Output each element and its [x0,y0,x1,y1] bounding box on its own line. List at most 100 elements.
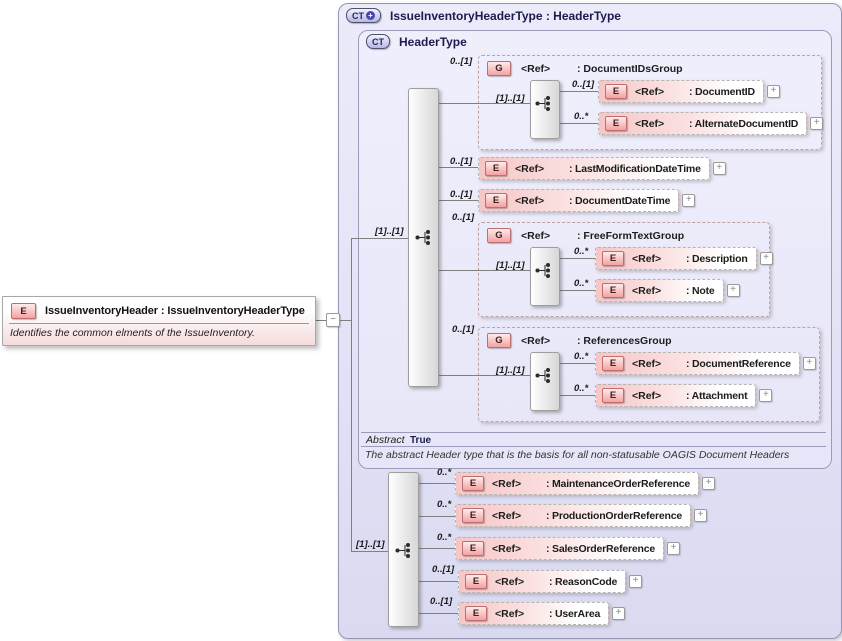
element-title-row: E IssueInventoryHeader : IssueInventoryH… [11,303,305,319]
element-ref: <Ref> [495,575,525,588]
expand-handle[interactable]: + [694,509,707,522]
expand-handle[interactable]: + [726,284,740,297]
cardinality: 0..* [437,499,452,510]
element-name: : DocumentID [689,85,755,98]
element-attachment[interactable]: E <Ref> : Attachment [595,384,757,407]
element-ref: <Ref> [632,357,662,370]
element-icon: E [602,283,624,298]
element-icon: E [605,84,627,99]
sequence-bar-freeformtextgroup[interactable] [530,247,560,306]
divider [9,323,309,324]
connector-line [438,167,478,168]
connector-line [351,238,408,239]
element-icon: E [605,116,627,131]
element-icon: E [462,541,484,556]
element-row: E <Ref> : ReasonCode + [458,570,643,593]
element-row: E <Ref> : Description + [595,247,773,270]
expand-handle[interactable]: + [629,575,643,588]
expand-handle[interactable]: + [802,357,816,370]
element-name: : LastModificationDateTime [569,162,701,175]
element-row: E <Ref> : Note + [595,279,740,302]
expand-handle[interactable]: + [612,607,626,620]
cardinality: 0..[1] [430,596,453,607]
element-salesorderreference[interactable]: E <Ref> : SalesOrderReference [455,537,665,560]
connector-line [418,548,455,549]
sequence-bar-headertype[interactable] [408,88,439,387]
element-icon: E [465,574,487,589]
connector-line [438,375,530,376]
element-ref: <Ref> [632,284,662,297]
sequence-bar-documentidsgroup[interactable] [530,80,560,139]
sequence-bar-extension[interactable] [388,472,419,627]
element-lastmodificationdatetime[interactable]: E <Ref> : LastModificationDateTime [478,157,710,180]
element-ref: <Ref> [492,477,522,490]
cardinality: 0..* [574,383,589,394]
abstract-label: Abstract [366,434,405,446]
cardinality: 0..[1] [450,56,473,67]
expand-handle[interactable]: + [810,117,824,130]
group-freeformtextgroup[interactable]: G <Ref> : FreeFormTextGroup [478,222,770,317]
cardinality: [1]..[1] [356,539,385,550]
abstract-value: True [410,435,432,446]
cardinality: 0..* [437,467,452,478]
connector-line [418,581,458,582]
sequence-icon [415,230,430,245]
element-documentreference[interactable]: E <Ref> : DocumentReference [595,352,800,375]
element-icon: E [485,161,507,176]
sequence-bar-referencesgroup[interactable] [530,352,560,411]
cardinality: 0..[1] [450,156,473,167]
connector-line [418,516,455,517]
element-icon: E [602,251,624,266]
complex-type-extension-icon: CT+ [346,8,381,23]
element-ref: <Ref> [635,117,665,130]
element-name: : ProductionOrderReference [546,509,682,522]
expand-handle[interactable]: + [766,85,780,98]
connector-line [315,320,326,321]
element-description[interactable]: E <Ref> : Description [595,247,757,270]
connector-line [418,613,458,614]
element-icon: E [602,356,624,371]
element-documentid[interactable]: E <Ref> : DocumentID [598,80,764,103]
collapse-handle[interactable]: − [326,313,340,327]
expand-handle[interactable]: + [759,389,773,402]
element-row: E <Ref> : DocumentID + [598,80,780,103]
element-productionorderreference[interactable]: E <Ref> : ProductionOrderReference [455,504,691,527]
expand-handle[interactable]: + [701,477,715,490]
cardinality: 0..[1] [452,212,475,223]
cardinality: [1]..[1] [375,226,404,237]
issueinventoryheader-element[interactable]: E IssueInventoryHeader : IssueInventoryH… [2,296,316,346]
connector-line [558,363,595,364]
divider [361,446,826,447]
element-documentdatetime[interactable]: E <Ref> : DocumentDateTime [478,189,680,212]
element-note[interactable]: E <Ref> : Note [595,279,724,302]
group-icon: G [487,228,511,243]
expand-handle[interactable]: + [682,194,696,207]
group-icon: G [487,333,511,348]
element-userarea[interactable]: E <Ref> : UserArea [458,602,610,625]
group-documentidsgroup[interactable]: G <Ref> : DocumentIDsGroup [478,55,822,150]
complex-type-icon: CT [366,34,390,49]
element-reasoncode[interactable]: E <Ref> : ReasonCode [458,570,627,593]
sequence-icon [535,96,550,111]
group-name: : FreeFormTextGroup [577,229,685,242]
element-annotation: Identifies the common elments of the Iss… [10,327,255,339]
connector-line [558,123,598,124]
cardinality: 0..* [574,278,589,289]
element-ref: <Ref> [515,162,545,175]
ct-icon-text: CT [352,10,364,21]
element-alternatedocumentid[interactable]: E <Ref> : AlternateDocumentID [598,112,808,135]
sequence-icon [395,543,410,558]
element-icon: E [462,508,484,523]
connector-line [558,258,595,259]
expand-handle[interactable]: + [712,162,726,175]
element-ref: <Ref> [492,542,522,555]
expand-handle[interactable]: + [759,252,773,265]
cardinality: [1]..[1] [496,93,525,104]
group-referencesgroup[interactable]: G <Ref> : ReferencesGroup [478,327,820,422]
cardinality: [1]..[1] [496,365,525,376]
group-header: G <Ref> : FreeFormTextGroup [487,228,684,243]
element-icon: E [602,388,624,403]
element-maintenanceorderreference[interactable]: E <Ref> : MaintenanceOrderReference [455,472,699,495]
group-name: : DocumentIDsGroup [577,62,683,75]
expand-handle[interactable]: + [667,542,681,555]
